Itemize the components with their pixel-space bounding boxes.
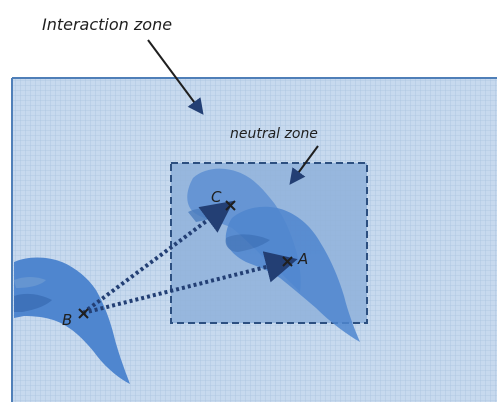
point-a-label: A [297,250,308,268]
point-a-marker [282,256,293,267]
point-c-marker [225,200,236,211]
hand-at-b [14,257,130,384]
neutral-zone-label: neutral zone [230,126,318,142]
point-c-label: C [211,188,222,206]
point-b-marker [78,308,89,319]
interaction-zone-label: Interaction zone [42,15,172,34]
interaction-zone-pointer-arrow [147,39,204,115]
neutral-zone-pointer-arrow [289,145,319,185]
point-b-label: B [62,311,72,329]
arrow-b-to-c [81,200,234,315]
arrow-b-to-a [82,251,298,315]
